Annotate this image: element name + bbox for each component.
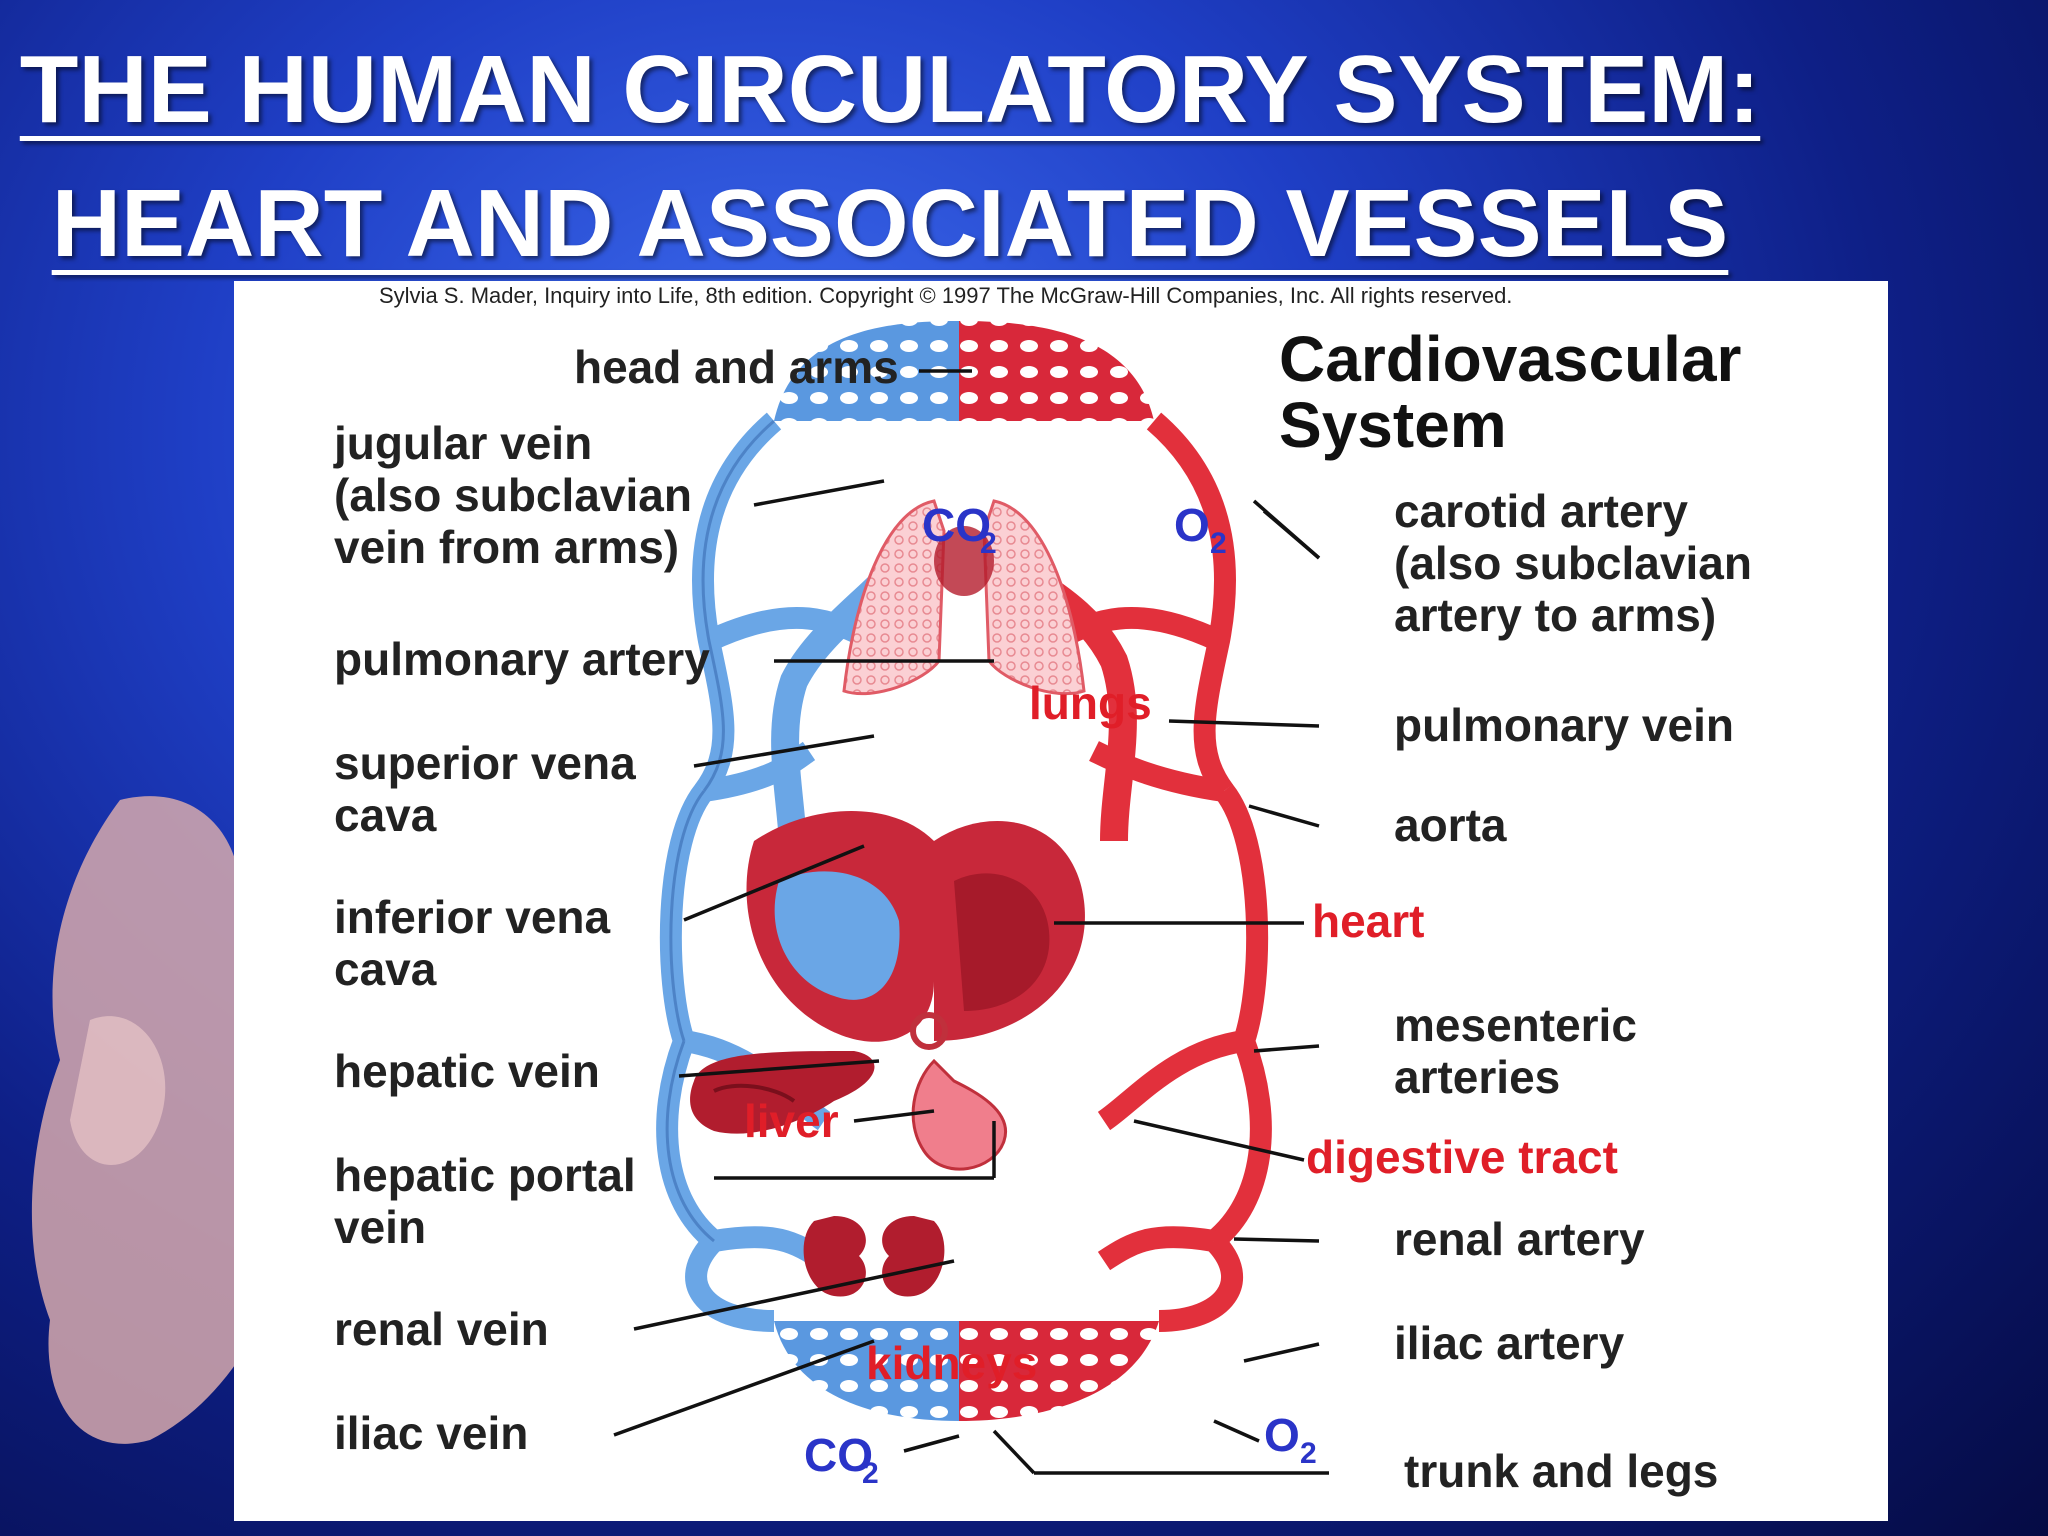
co2-label-top: CO2: [922, 499, 997, 560]
label-inferior-vena-cava-1: inferior vena: [334, 891, 611, 943]
venous-vessels-outline: [665, 419, 775, 1243]
lungs-organ: [842, 499, 1086, 696]
label-aorta: aorta: [1394, 799, 1507, 851]
o2-text: O: [1264, 1409, 1300, 1461]
label-superior-vena-cava-2: cava: [334, 789, 437, 841]
pulmonary-artery-vessel: [771, 571, 894, 872]
heart-organ: [746, 811, 1085, 1042]
o2-subscript: 2: [1210, 527, 1227, 560]
label-jugular-vein-2: (also subclavian: [334, 469, 692, 521]
co2-subscript: 2: [980, 527, 997, 560]
label-kidneys: kidneys: [866, 1337, 1037, 1389]
label-trunk-and-legs: trunk and legs: [1404, 1445, 1718, 1497]
figure-title-line-1: Cardiovascular: [1279, 323, 1741, 395]
kidneys-organ: [803, 1216, 945, 1297]
label-iliac-vein: iliac vein: [334, 1407, 528, 1459]
label-hepatic-portal-vein-1: hepatic portal: [334, 1149, 636, 1201]
o2-subscript: 2: [1300, 1437, 1317, 1470]
co2-text: CO: [804, 1429, 873, 1481]
co2-subscript: 2: [862, 1457, 879, 1490]
label-liver: liver: [744, 1095, 839, 1147]
slide-title-line-1: THE HUMAN CIRCULATORY SYSTEM:: [19, 36, 1761, 143]
label-digestive-tract: digestive tract: [1306, 1131, 1618, 1183]
label-jugular-vein-3: vein from arms): [334, 521, 679, 573]
o2-text: O: [1174, 499, 1210, 551]
figure-credit: Sylvia S. Mader, Inquiry into Life, 8th …: [379, 283, 1512, 308]
figure-title-line-2: System: [1279, 389, 1507, 461]
leader-lines: [613, 369, 1329, 1475]
label-lungs: lungs: [1029, 677, 1152, 729]
cardiovascular-diagram: Sylvia S. Mader, Inquiry into Life, 8th …: [234, 281, 1888, 1521]
label-renal-artery: renal artery: [1394, 1213, 1645, 1265]
arterial-vessels: [1049, 412, 1272, 1332]
label-mesenteric-arteries-2: arteries: [1394, 1051, 1560, 1103]
label-mesenteric-arteries-1: mesenteric: [1394, 999, 1637, 1051]
diagram-canvas: Sylvia S. Mader, Inquiry into Life, 8th …: [333, 283, 1752, 1497]
label-heart: heart: [1312, 895, 1424, 947]
trunk-capillaries: [774, 1321, 1159, 1421]
label-hepatic-portal-vein-2: vein: [334, 1201, 426, 1253]
label-head-and-arms: head and arms: [574, 341, 899, 393]
label-carotid-artery-2: (also subclavian: [1394, 537, 1752, 589]
head-capillaries: [774, 321, 1154, 421]
label-pulmonary-vein: pulmonary vein: [1394, 699, 1734, 751]
label-carotid-artery-3: artery to arms): [1394, 589, 1716, 641]
label-pulmonary-artery: pulmonary artery: [334, 633, 710, 685]
label-jugular-vein-1: jugular vein: [333, 417, 592, 469]
label-hepatic-vein: hepatic vein: [334, 1045, 600, 1097]
co2-text: CO: [922, 499, 991, 551]
co2-label-bottom: CO2: [804, 1429, 879, 1490]
label-superior-vena-cava-1: superior vena: [334, 737, 636, 789]
digestive-tract-organ: [910, 1012, 1008, 1171]
label-renal-vein: renal vein: [334, 1303, 549, 1355]
label-iliac-artery: iliac artery: [1394, 1317, 1625, 1369]
slide-title-line-2: HEART AND ASSOCIATED VESSELS: [51, 170, 1729, 277]
label-inferior-vena-cava-2: cava: [334, 943, 437, 995]
label-carotid-artery-1: carotid artery: [1394, 485, 1688, 537]
